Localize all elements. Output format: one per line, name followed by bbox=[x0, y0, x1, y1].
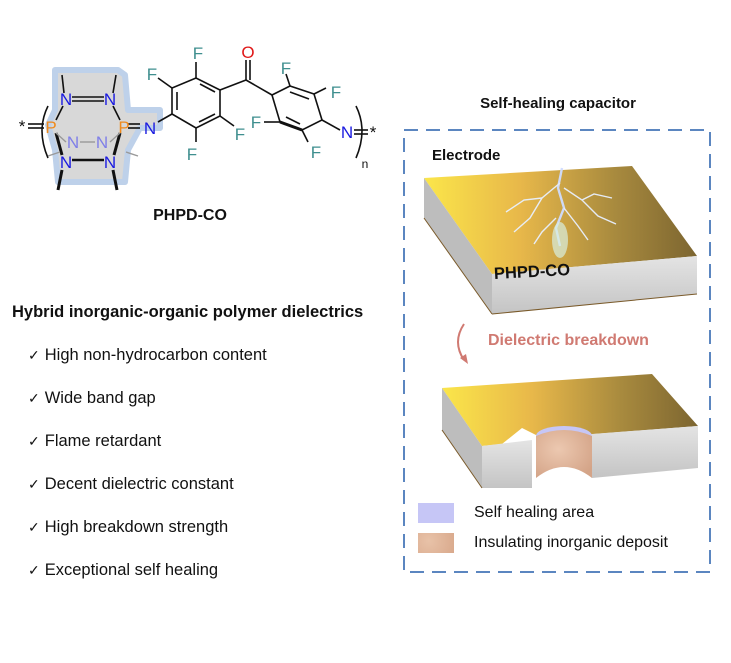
features-heading: Hybrid inorganic-organic polymer dielect… bbox=[12, 303, 364, 321]
atom-f: F bbox=[281, 59, 291, 78]
feature-label: High non-hydrocarbon content bbox=[44, 346, 267, 364]
check-icon: ✓ bbox=[28, 562, 40, 578]
check-icon: ✓ bbox=[28, 347, 40, 363]
feature-item: ✓Flame retardant bbox=[28, 432, 161, 451]
atom-f: F bbox=[235, 125, 245, 144]
atom-n-back: N bbox=[67, 133, 79, 152]
atom-n: N bbox=[341, 123, 353, 142]
atom-n: N bbox=[104, 90, 116, 109]
capacitor-before bbox=[423, 166, 698, 315]
end-group-left: * bbox=[19, 117, 26, 136]
legend-item: Self healing area bbox=[418, 503, 594, 523]
film-label: PHPD-CO bbox=[493, 261, 571, 283]
feature-label: High breakdown strength bbox=[44, 518, 229, 536]
atom-n: N bbox=[60, 153, 72, 172]
atom-f: F bbox=[193, 44, 203, 63]
atom-p: P bbox=[45, 118, 56, 137]
atom-o: O bbox=[241, 43, 254, 62]
arrow-head bbox=[460, 354, 468, 364]
molecule-name: PHPD-CO bbox=[153, 207, 227, 224]
legend-swatch-deposit bbox=[418, 533, 454, 553]
check-icon: ✓ bbox=[28, 433, 40, 449]
atom-p: P bbox=[118, 118, 129, 137]
legend-item: Insulating inorganic deposit bbox=[418, 533, 668, 553]
capacitor-after bbox=[441, 374, 698, 489]
atom-n: N bbox=[60, 90, 72, 109]
feature-item: ✓Wide band gap bbox=[28, 389, 156, 408]
atom-n: N bbox=[104, 153, 116, 172]
feature-item: ✓Decent dielectric constant bbox=[28, 475, 234, 494]
legend-label: Insulating inorganic deposit bbox=[474, 534, 668, 551]
cage-highlight bbox=[45, 67, 163, 185]
lightning-icon bbox=[505, 167, 617, 258]
transition-label: Dielectric breakdown bbox=[488, 332, 649, 349]
atom-f: F bbox=[187, 145, 197, 164]
transition-arrow bbox=[457, 323, 465, 361]
feature-item: ✓High breakdown strength bbox=[28, 518, 228, 537]
atom-n: N bbox=[144, 119, 156, 138]
atom-f: F bbox=[147, 65, 157, 84]
repeat-subscript: n bbox=[362, 157, 369, 171]
check-icon: ✓ bbox=[28, 519, 40, 535]
atom-f: F bbox=[251, 113, 261, 132]
end-group-right: * bbox=[370, 123, 377, 142]
feature-label: Exceptional self healing bbox=[44, 561, 219, 579]
chemical-structure: * * N N P P N N N N N F F F F O F F F F … bbox=[19, 43, 377, 191]
check-icon: ✓ bbox=[28, 390, 40, 406]
atom-f: F bbox=[331, 83, 341, 102]
capacitor-title: Self-healing capacitor bbox=[480, 95, 636, 112]
feature-label: Decent dielectric constant bbox=[44, 475, 234, 493]
legend-swatch-self-healing bbox=[418, 503, 454, 523]
feature-item: ✓High non-hydrocarbon content bbox=[28, 346, 267, 365]
check-icon: ✓ bbox=[28, 476, 40, 492]
inorganic-deposit bbox=[536, 430, 592, 478]
atom-f: F bbox=[311, 143, 321, 162]
legend-label: Self healing area bbox=[474, 504, 595, 521]
capacitor-diagram bbox=[403, 129, 711, 573]
feature-label: Wide band gap bbox=[44, 389, 156, 407]
feature-item: ✓Exceptional self healing bbox=[28, 561, 218, 580]
electrode-label: Electrode bbox=[432, 147, 501, 164]
atom-n-back: N bbox=[96, 133, 108, 152]
feature-label: Flame retardant bbox=[44, 432, 162, 450]
